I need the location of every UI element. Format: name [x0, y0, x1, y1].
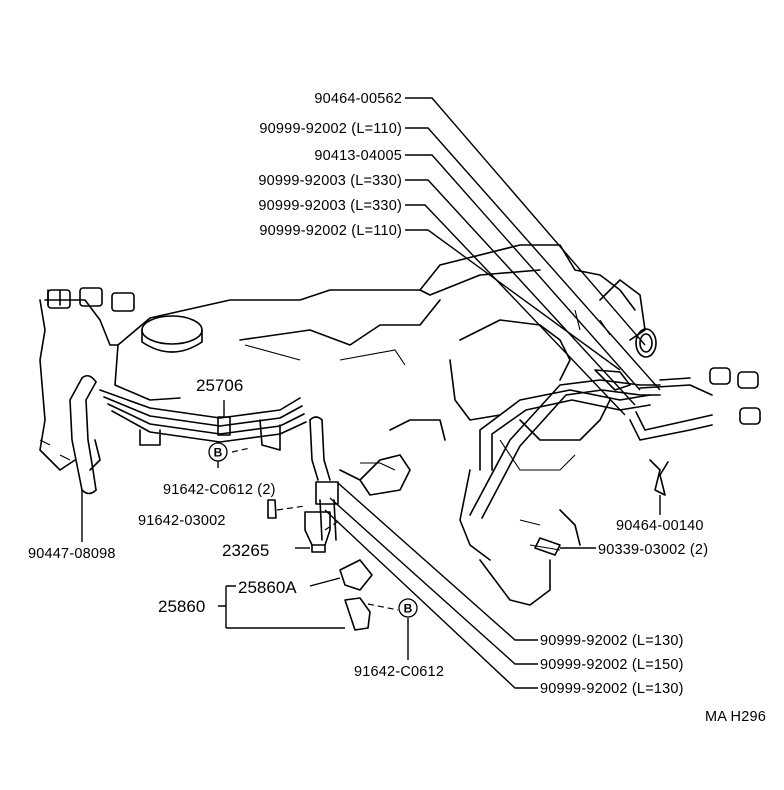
label-23265: 23265 [222, 541, 269, 560]
label-90413-04005: 90413-04005 [314, 148, 402, 164]
badge-b-upper-text: B [214, 446, 223, 460]
badge-b-lower-text: B [404, 602, 413, 616]
oil-cap [141, 315, 203, 345]
vacuum-switch-23265 [267, 499, 331, 553]
dashed-ref [231, 447, 251, 453]
bracket-25860 [339, 559, 373, 631]
label-90464-00140: 90464-00140 [616, 518, 704, 534]
label-90999-92003-l330-b: 90999-92003 (L=330) [258, 198, 402, 214]
part-labels: 90464-00562 90999-92002 (L=110) 90413-04… [28, 91, 766, 725]
label-90447-08098: 90447-08098 [28, 546, 116, 562]
dashed-ref [367, 603, 399, 611]
label-90339-03002-2: 90339-03002 (2) [598, 542, 708, 558]
engine-block [39, 244, 646, 606]
label-90999-92002-l130-b: 90999-92002 (L=130) [540, 681, 684, 697]
badge-b-upper: B [208, 442, 228, 462]
label-90999-92002-l150: 90999-92002 (L=150) [540, 657, 684, 673]
leader-lines [81, 97, 661, 689]
label-25860: 25860 [158, 597, 205, 616]
label-25706: 25706 [196, 376, 243, 395]
label-91642-c0612-2: 91642-C0612 (2) [163, 482, 276, 498]
pipe-assembly-25706 [99, 389, 307, 451]
diagram-code: MA H296 [705, 709, 766, 725]
label-90999-92002-l130-a: 90999-92002 (L=130) [540, 633, 684, 649]
label-91642-03002: 91642-03002 [138, 513, 226, 529]
label-25860a: 25860A [238, 578, 297, 597]
label-91642-c0612: 91642-C0612 [354, 664, 444, 680]
label-90464-00562: 90464-00562 [314, 91, 402, 107]
badge-b-lower: B [398, 598, 418, 618]
label-90999-92002-l110-b: 90999-92002 (L=110) [259, 223, 402, 239]
dashed-ref [276, 505, 306, 511]
label-90999-92002-l110-a: 90999-92002 (L=110) [259, 121, 402, 137]
label-90999-92003-l330-a: 90999-92003 (L=330) [258, 173, 402, 189]
